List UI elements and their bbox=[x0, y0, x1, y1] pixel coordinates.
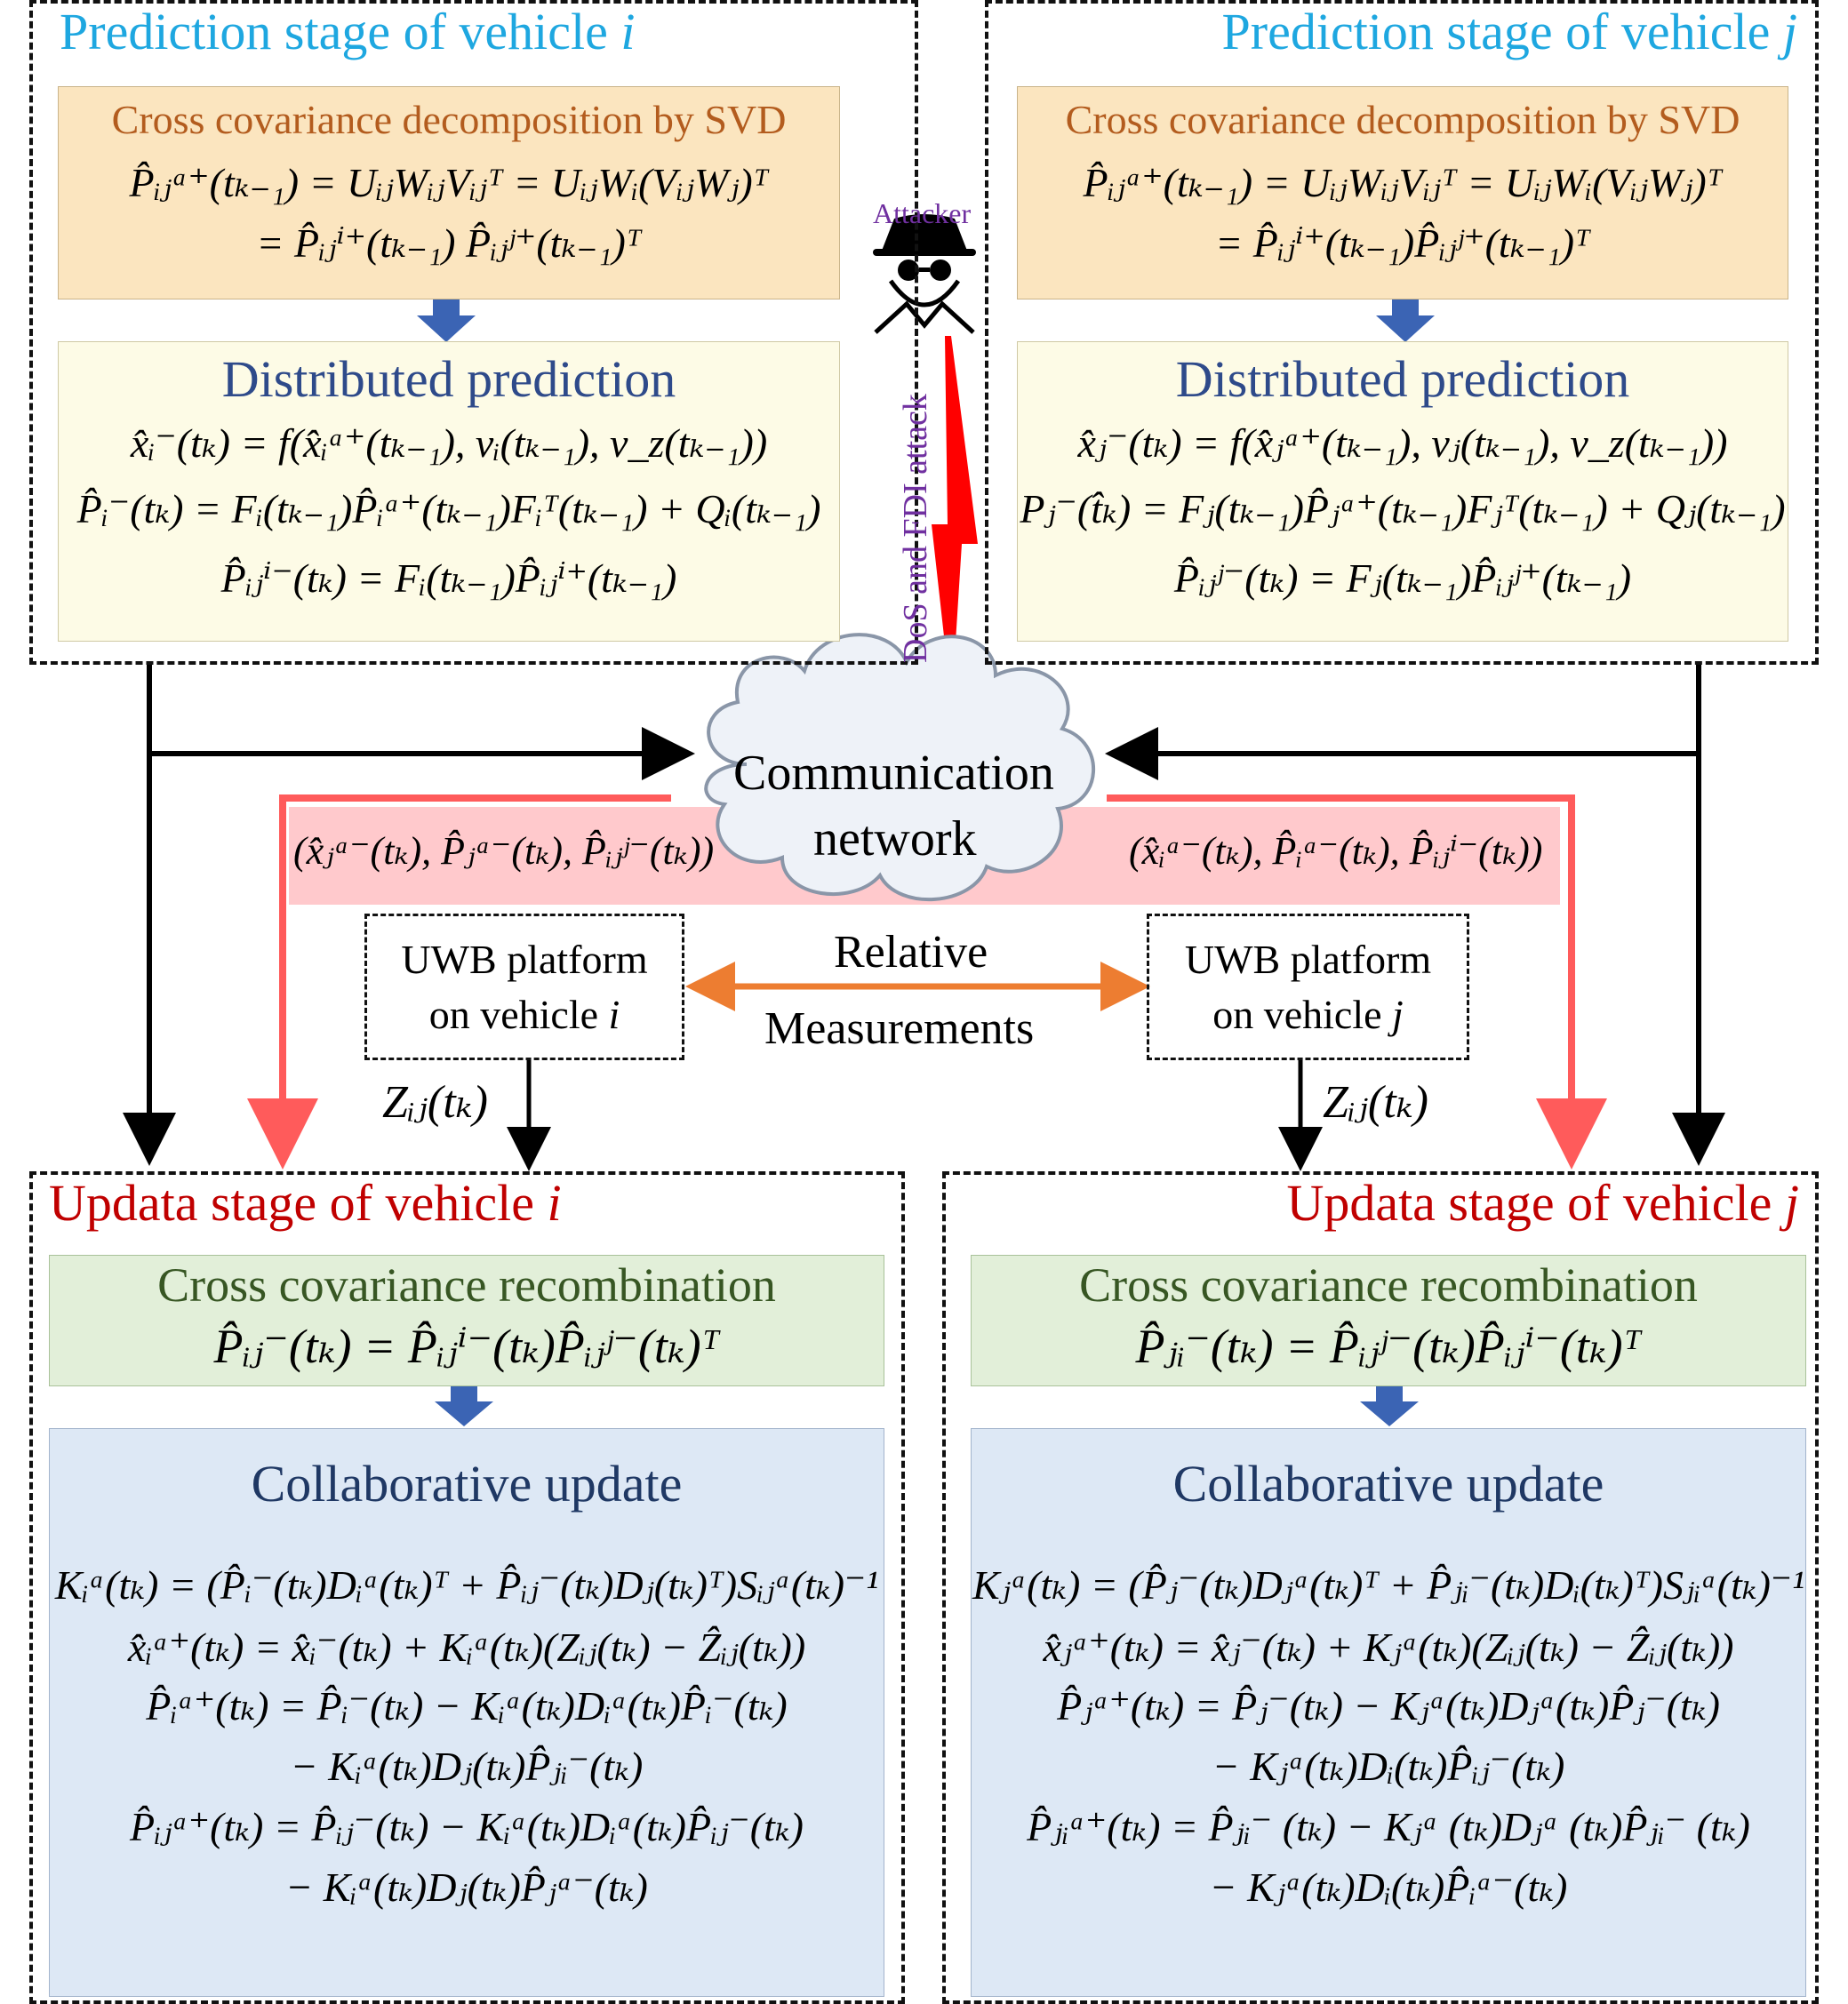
uwb-right-box: UWB platform on vehicle j bbox=[1147, 914, 1469, 1060]
right-update-stage: Updata stage of vehicle j Cross covarian… bbox=[942, 1171, 1819, 2004]
right-collab-box: Collaborative update Kⱼᵃ(tₖ) = (P̂ⱼ⁻(tₖ)… bbox=[971, 1428, 1806, 1997]
left-prediction-box: Distributed prediction x̂ᵢ⁻(tₖ) = f(x̂ᵢᵃ… bbox=[58, 341, 840, 642]
relative-label: Relative bbox=[834, 927, 988, 978]
left-prediction-box-title: Distributed prediction bbox=[221, 350, 676, 408]
left-recomb-box: Cross covariance recombination P̂ᵢⱼ⁻(tₖ)… bbox=[49, 1255, 884, 1386]
cloud-icon bbox=[704, 633, 1095, 902]
left-update-eq3: P̂ᵢᵃ⁺(tₖ) = P̂ᵢ⁻(tₖ) − Kᵢᵃ(tₖ)Dᵢᵃ(tₖ)P̂ᵢ… bbox=[146, 1683, 788, 1729]
right-collab-title: Collaborative update bbox=[1172, 1455, 1604, 1513]
right-svd-eq2: = P̂ᵢⱼⁱ⁺(tₖ₋₁)P̂ᵢⱼʲ⁺(tₖ₋₁)ᵀ bbox=[1215, 220, 1590, 266]
right-recomb-eq: P̂ⱼᵢ⁻(tₖ) = P̂ᵢⱼʲ⁻(tₖ)P̂ᵢⱼⁱ⁻(tₖ)ᵀ bbox=[1135, 1320, 1642, 1373]
left-svd-eq1: P̂ᵢⱼᵃ⁺(tₖ₋₁) = UᵢⱼWᵢⱼVᵢⱼᵀ = UᵢⱼWᵢ(VᵢⱼWⱼ)… bbox=[129, 160, 769, 205]
attacker-icon bbox=[873, 214, 976, 334]
uwb-right-line1: UWB platform bbox=[1184, 937, 1432, 982]
left-pred-eq2: P̂ᵢ⁻(tₖ) = Fᵢ(tₖ₋₁)P̂ᵢᵃ⁺(tₖ₋₁)Fᵢᵀ(tₖ₋₁) … bbox=[76, 486, 821, 531]
right-message: (x̂ᵢᵃ⁻(tₖ), P̂ᵢᵃ⁻(tₖ), P̂ᵢⱼⁱ⁻(tₖ)) bbox=[1129, 829, 1543, 873]
right-measurement-label: Zᵢⱼ(tₖ) bbox=[1323, 1077, 1428, 1128]
left-recomb-eq: P̂ᵢⱼ⁻(tₖ) = P̂ᵢⱼⁱ⁻(tₖ)P̂ᵢⱼʲ⁻(tₖ)ᵀ bbox=[213, 1320, 720, 1373]
right-update-eq1: Kⱼᵃ(tₖ) = (P̂ⱼ⁻(tₖ)Dⱼᵃ(tₖ)ᵀ + P̂ⱼᵢ⁻(tₖ)D… bbox=[972, 1562, 1804, 1608]
right-svd-box: Cross covariance decomposition by SVD P̂… bbox=[1017, 86, 1788, 299]
right-svd-title: Cross covariance decomposition by SVD bbox=[1065, 97, 1740, 142]
attack-type-label: DoS and FDI attack bbox=[897, 394, 934, 663]
uwb-left-line1: UWB platform bbox=[401, 937, 648, 982]
right-update-eq4: − Kⱼᵃ(tₖ)Dᵢ(tₖ)P̂ᵢⱼ⁻(tₖ) bbox=[1212, 1744, 1565, 1789]
left-svd-to-prediction-arrow bbox=[417, 299, 476, 342]
left-pred-eq3: P̂ᵢⱼⁱ⁻(tₖ) = Fᵢ(tₖ₋₁)P̂ᵢⱼⁱ⁺(tₖ₋₁) bbox=[220, 555, 677, 601]
left-svd-eq2: = P̂ᵢⱼⁱ⁺(tₖ₋₁) P̂ᵢⱼʲ⁺(tₖ₋₁)ᵀ bbox=[256, 220, 642, 266]
left-prediction-stage: Prediction stage of vehicle i Cross cova… bbox=[29, 0, 918, 665]
left-measurement-label: Zᵢⱼ(tₖ) bbox=[382, 1077, 488, 1128]
left-collab-box: Collaborative update Kᵢᵃ(tₖ) = (P̂ᵢ⁻(tₖ)… bbox=[49, 1428, 884, 1997]
left-recomb-to-update-arrow bbox=[435, 1385, 493, 1426]
uwb-left-line2: on vehicle i bbox=[428, 992, 620, 1037]
attacker-label: Attacker bbox=[873, 197, 972, 229]
left-svd-title: Cross covariance decomposition by SVD bbox=[111, 97, 787, 142]
left-pred-eq1: x̂ᵢ⁻(tₖ) = f(x̂ᵢᵃ⁺(tₖ₋₁), vᵢ(tₖ₋₁), v_z(… bbox=[130, 420, 768, 466]
right-prediction-box-title: Distributed prediction bbox=[1175, 350, 1630, 408]
network-label-line1: Communication bbox=[733, 746, 1054, 801]
left-update-eq6: − Kᵢᵃ(tₖ)Dⱼ(tₖ)P̂ⱼᵃ⁻(tₖ) bbox=[285, 1864, 648, 1910]
network-to-left-update-arrow bbox=[247, 794, 671, 1170]
attack-lightning-icon bbox=[932, 336, 978, 684]
left-update-title: Updata stage of vehicle i bbox=[49, 1174, 562, 1232]
right-recomb-box: Cross covariance recombination P̂ⱼᵢ⁻(tₖ)… bbox=[971, 1255, 1806, 1386]
left-update-eq5: P̂ᵢⱼᵃ⁺(tₖ) = P̂ᵢⱼ⁻(tₖ) − Kᵢᵃ(tₖ)Dᵢᵃ(tₖ)P… bbox=[130, 1804, 804, 1849]
network-label-line2: network bbox=[813, 811, 977, 866]
right-svd-to-prediction-arrow bbox=[1376, 299, 1435, 342]
right-pred-eq2: Pⱼ⁻(t̂ₖ) = Fⱼ(tₖ₋₁)P̂ⱼᵃ⁺(tₖ₋₁)Fⱼᵀ(tₖ₋₁) … bbox=[1020, 486, 1786, 531]
left-update-eq4: − Kᵢᵃ(tₖ)Dⱼ(tₖ)P̂ⱼᵢ⁻(tₖ) bbox=[290, 1744, 644, 1789]
right-svd-eq1: P̂ᵢⱼᵃ⁺(tₖ₋₁) = UᵢⱼWᵢⱼVᵢⱼᵀ = UᵢⱼWᵢ(VᵢⱼWⱼ)… bbox=[1083, 160, 1723, 205]
right-prediction-box: Distributed prediction x̂ⱼ⁻(tₖ) = f(x̂ⱼᵃ… bbox=[1017, 341, 1788, 642]
left-update-eq2: x̂ᵢᵃ⁺(tₖ) = x̂ᵢ⁻(tₖ) + Kᵢᵃ(tₖ)(Zᵢⱼ(tₖ) −… bbox=[127, 1625, 806, 1670]
right-pred-eq3: P̂ᵢⱼʲ⁻(tₖ) = Fⱼ(tₖ₋₁)P̂ᵢⱼʲ⁺(tₖ₋₁) bbox=[1173, 555, 1632, 601]
left-prediction-title: Prediction stage of vehicle i bbox=[60, 3, 636, 60]
right-update-eq6: − Kⱼᵃ(tₖ)Dᵢ(tₖ)P̂ᵢᵃ⁻(tₖ) bbox=[1209, 1864, 1568, 1910]
measurements-label: Measurements bbox=[764, 1003, 1035, 1054]
left-recomb-title: Cross covariance recombination bbox=[157, 1258, 776, 1312]
uwb-left-box: UWB platform on vehicle i bbox=[364, 914, 684, 1060]
right-recomb-title: Cross covariance recombination bbox=[1079, 1258, 1698, 1312]
right-update-eq3: P̂ⱼᵃ⁺(tₖ) = P̂ⱼ⁻(tₖ) − Kⱼᵃ(tₖ)Dⱼᵃ(tₖ)P̂ⱼ… bbox=[1057, 1683, 1720, 1729]
left-collab-title: Collaborative update bbox=[251, 1455, 683, 1513]
right-pred-eq1: x̂ⱼ⁻(tₖ) = f(x̂ⱼᵃ⁺(tₖ₋₁), vⱼ(tₖ₋₁), v_z(… bbox=[1077, 420, 1728, 466]
left-update-stage: Updata stage of vehicle i Cross covarian… bbox=[29, 1171, 905, 2004]
right-update-eq5: P̂ⱼᵢᵃ⁺(tₖ) = P̂ⱼᵢ⁻ (tₖ) − Kⱼᵃ (tₖ)Dⱼᵃ (t… bbox=[1027, 1804, 1750, 1849]
left-svd-box: Cross covariance decomposition by SVD P̂… bbox=[58, 86, 840, 299]
right-prediction-stage: Prediction stage of vehicle j Cross cova… bbox=[985, 0, 1819, 665]
right-update-eq2: x̂ⱼᵃ⁺(tₖ) = x̂ⱼ⁻(tₖ) + Kⱼᵃ(tₖ)(Zᵢⱼ(tₖ) −… bbox=[1043, 1625, 1734, 1670]
left-message: (x̂ⱼᵃ⁻(tₖ), P̂ⱼᵃ⁻(tₖ), P̂ᵢⱼʲ⁻(tₖ)) bbox=[293, 829, 715, 873]
right-update-title: Updata stage of vehicle j bbox=[1286, 1174, 1799, 1232]
right-prediction-title: Prediction stage of vehicle j bbox=[1221, 3, 1797, 60]
right-recomb-to-update-arrow bbox=[1360, 1385, 1419, 1426]
uwb-right-line2: on vehicle j bbox=[1212, 992, 1404, 1037]
network-to-right-update-arrow bbox=[1107, 794, 1607, 1170]
left-update-eq1: Kᵢᵃ(tₖ) = (P̂ᵢ⁻(tₖ)Dᵢᵃ(tₖ)ᵀ + P̂ᵢⱼ⁻(tₖ)D… bbox=[54, 1562, 879, 1608]
